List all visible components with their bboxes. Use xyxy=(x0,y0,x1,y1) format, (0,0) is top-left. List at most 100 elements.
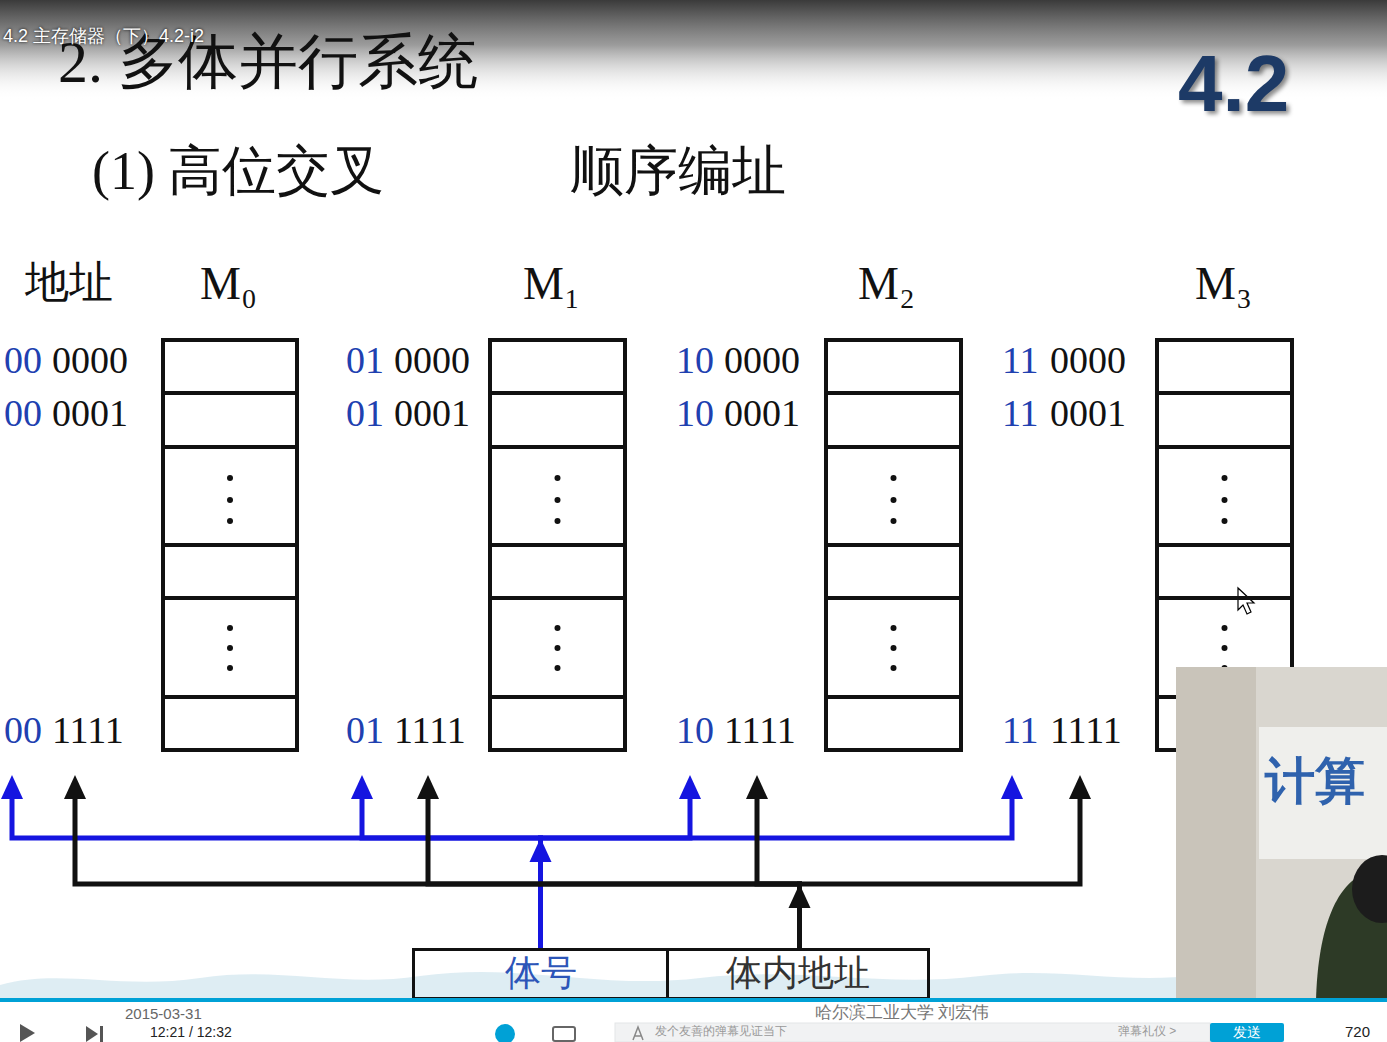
mouse-cursor xyxy=(1238,588,1254,614)
cell-divider xyxy=(1157,596,1292,600)
ellipsis-dot xyxy=(555,625,561,631)
etiquette-link: 弹幕礼仪 > xyxy=(1118,1025,1176,1039)
address-bank-bits: 11 xyxy=(1002,338,1039,382)
wall-sign-text: 计算 xyxy=(1265,753,1365,811)
address-bus-line xyxy=(12,799,541,948)
ellipsis-dot xyxy=(1222,475,1228,481)
ellipsis-dot xyxy=(555,475,561,481)
address-bus-line xyxy=(541,799,691,948)
address-bank-bits: 10 xyxy=(676,338,714,382)
play-icon xyxy=(20,1024,35,1042)
ellipsis-dot xyxy=(227,518,233,524)
danmaku-input xyxy=(615,1023,1210,1042)
address-bank-bits: 11 xyxy=(1002,708,1039,752)
memory-bank: M₀000000000001001111 xyxy=(4,330,297,775)
ellipsis-dot xyxy=(1222,645,1228,651)
address-bank-bits: 01 xyxy=(346,391,384,435)
cell-divider xyxy=(1157,695,1292,699)
address-bus-line xyxy=(757,799,800,948)
cell-divider xyxy=(490,596,625,600)
address-offset: 0001 xyxy=(1050,391,1126,435)
cell-divider xyxy=(826,445,961,449)
ellipsis-dot xyxy=(555,497,561,503)
ellipsis-dot xyxy=(891,475,897,481)
ellipsis-dot xyxy=(1222,625,1228,631)
ellipsis-dot xyxy=(891,518,897,524)
address-offset: 0000 xyxy=(724,338,800,382)
wall xyxy=(1176,667,1387,1000)
next-icon-bar xyxy=(100,1026,103,1042)
address-bank-bits: 01 xyxy=(346,338,384,382)
ellipsis-dot xyxy=(1222,497,1228,503)
memory-cells xyxy=(161,338,299,752)
ellipsis-dot xyxy=(891,645,897,651)
memory-outline xyxy=(1157,340,1292,750)
ellipsis-dot xyxy=(227,625,233,631)
video-player-bar: 2015-03-3112:21 / 12:32发个友善的弹幕见证当下哈尔滨工业大… xyxy=(0,998,1387,1042)
address-bus-line xyxy=(800,799,1081,948)
subtitle: (1) 高位交叉 xyxy=(92,140,384,202)
memory-bank: M₁010000010001011111 xyxy=(346,330,625,775)
ellipsis-dot xyxy=(1222,518,1228,524)
danmaku-settings xyxy=(553,1027,575,1041)
bus-junctions xyxy=(530,838,811,908)
ellipsis-dot xyxy=(555,645,561,651)
next-icon xyxy=(86,1026,98,1042)
address-offset: 1111 xyxy=(394,708,466,752)
memory-outline xyxy=(826,340,961,750)
address-bank-bits: 10 xyxy=(676,708,714,752)
bank-offset-field: 体内地址 xyxy=(669,948,930,1000)
bank-name: M₂ xyxy=(858,258,915,311)
cell-divider xyxy=(1157,391,1292,395)
ellipsis-dot xyxy=(891,497,897,503)
field-name: 体内地址 xyxy=(726,954,870,994)
address-bank-bits: 11 xyxy=(1002,391,1039,435)
address-offset: 1111 xyxy=(724,708,796,752)
cell-divider xyxy=(163,596,297,600)
bank-name: M₃ xyxy=(1195,258,1252,311)
cell-divider xyxy=(1157,543,1292,547)
quality-label: 720 xyxy=(1345,1023,1370,1040)
ellipsis-dot xyxy=(1222,665,1228,671)
ellipsis-dot xyxy=(227,645,233,651)
watermark: 哈尔滨工业大学 刘宏伟 xyxy=(815,1003,989,1023)
address-bus-line xyxy=(75,799,800,948)
presenter-video: 计算 xyxy=(1176,667,1387,1000)
address-bank-bits: 00 xyxy=(4,338,42,382)
address-bank-bits: 00 xyxy=(4,391,42,435)
wall-panel xyxy=(1176,667,1256,1000)
address-bank-bits: 10 xyxy=(676,391,714,435)
address-offset: 0001 xyxy=(52,391,128,435)
ellipsis-dot xyxy=(227,475,233,481)
video-frame xyxy=(1176,667,1387,1000)
memory-cells xyxy=(488,338,627,752)
subtitle: 顺序编址 xyxy=(570,140,786,202)
font-icon xyxy=(633,1027,643,1040)
memory-cells xyxy=(824,338,963,752)
address-offset: 0000 xyxy=(394,338,470,382)
danmaku-toggle xyxy=(495,1024,515,1042)
sign-board xyxy=(1259,727,1387,859)
address-offset: 0001 xyxy=(394,391,470,435)
ellipsis-dot xyxy=(555,665,561,671)
memory-outline xyxy=(490,340,625,750)
bank-name: M₁ xyxy=(523,258,580,311)
cell-divider xyxy=(490,391,625,395)
address-bank-bits: 00 xyxy=(4,708,42,752)
send-button: 发送 xyxy=(1210,1023,1284,1042)
cell-divider xyxy=(163,445,297,449)
cell-divider xyxy=(490,445,625,449)
section-number: 4.2 xyxy=(1178,38,1289,130)
cell-divider xyxy=(1157,445,1292,449)
cell-divider xyxy=(826,391,961,395)
memory-outline xyxy=(163,340,297,750)
video-title: 4.2 主存储器（下）4.2-i2 xyxy=(3,26,204,47)
address-offset: 0000 xyxy=(1050,338,1126,382)
cell-divider xyxy=(490,695,625,699)
bank-number-field: 体号 xyxy=(412,948,669,1000)
column-heading: 地址 xyxy=(25,258,113,309)
date-stamp: 2015-03-31 xyxy=(125,1005,202,1022)
address-offset: 1111 xyxy=(52,708,124,752)
address-offset: 0001 xyxy=(724,391,800,435)
cell-divider xyxy=(826,596,961,600)
